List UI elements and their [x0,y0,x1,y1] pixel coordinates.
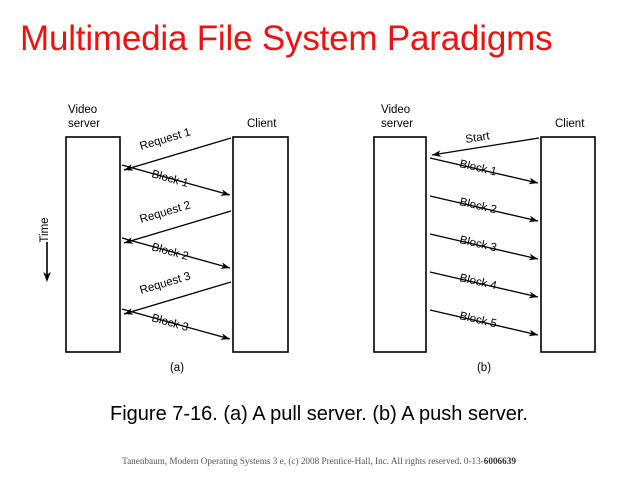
panel-a-message-label-0: Request 1 [138,126,192,152]
panel-b-message-block-2: Block 2 [429,195,539,223]
panel-b-message-label-2: Block 2 [458,196,497,216]
page-title: Multimedia File System Paradigms [20,19,553,58]
panel-a-client-label: Client [247,118,277,130]
panel-a-message-request-1: Request 1 [123,126,232,171]
panel-b-message-block-5: Block 5 [429,309,539,337]
figure-diagram: Time Video server Client Request 1 [0,90,638,385]
footer-text: Tanenbaum, Modern Operating Systems 3 e,… [122,456,484,466]
panel-a-caption-label: (a) [170,362,184,374]
panel-b: Video server Client Start Block 1 [373,104,596,374]
panel-b-message-label-3: Block 3 [458,234,497,254]
footer-isbn: 6006639 [483,456,516,466]
panel-b-client-box [540,136,596,353]
panel-b-video-server-label-line2: server [381,118,413,130]
time-axis-arrow-icon [43,272,51,282]
panel-b-message-label-1: Block 1 [458,158,497,178]
panel-a-message-block-1: Block 1 [121,164,231,196]
panel-b-message-label-0: Start [465,130,492,146]
panel-b-video-server-box [373,136,427,353]
panel-b-video-server-label-line1: Video [381,104,410,116]
figure-caption: Figure 7-16. (a) A pull server. (b) A pu… [110,403,528,425]
panel-b-message-label-4: Block 4 [458,272,498,292]
panel-a-video-server-box [65,136,121,353]
panel-a-video-server-label-line1: Video [68,104,97,116]
panel-a-message-block-3: Block 3 [121,308,231,340]
time-axis: Time [39,217,51,282]
panel-a-message-label-3: Block 2 [150,241,190,263]
panel-a-message-label-4: Request 3 [138,270,192,296]
copyright-footer: Tanenbaum, Modern Operating Systems 3 e,… [0,455,638,467]
panel-b-message-start: Start [431,130,540,157]
panel-a-message-request-3: Request 3 [123,270,232,315]
panel-a-client-box [232,136,289,353]
panel-a-message-label-5: Block 3 [150,312,190,334]
panel-a-message-request-2: Request 2 [123,199,232,244]
panel-b-client-label: Client [555,118,585,130]
panel-a-message-label-1: Block 1 [150,168,190,190]
panel-a: Video server Client Request 1 Block 1 [65,104,289,374]
panel-b-message-block-3: Block 3 [429,233,539,261]
panel-b-message-block-1: Block 1 [429,157,539,185]
panel-a-video-server-label-line2: server [68,118,100,130]
panel-b-message-label-5: Block 5 [458,310,497,330]
time-axis-label: Time [39,217,51,242]
panel-a-message-block-2: Block 2 [121,237,231,269]
panel-b-caption-label: (b) [477,362,491,374]
figure-svg: Time Video server Client Request 1 [39,104,596,374]
panel-b-message-block-4: Block 4 [429,271,539,299]
panel-a-message-label-2: Request 2 [138,199,192,225]
